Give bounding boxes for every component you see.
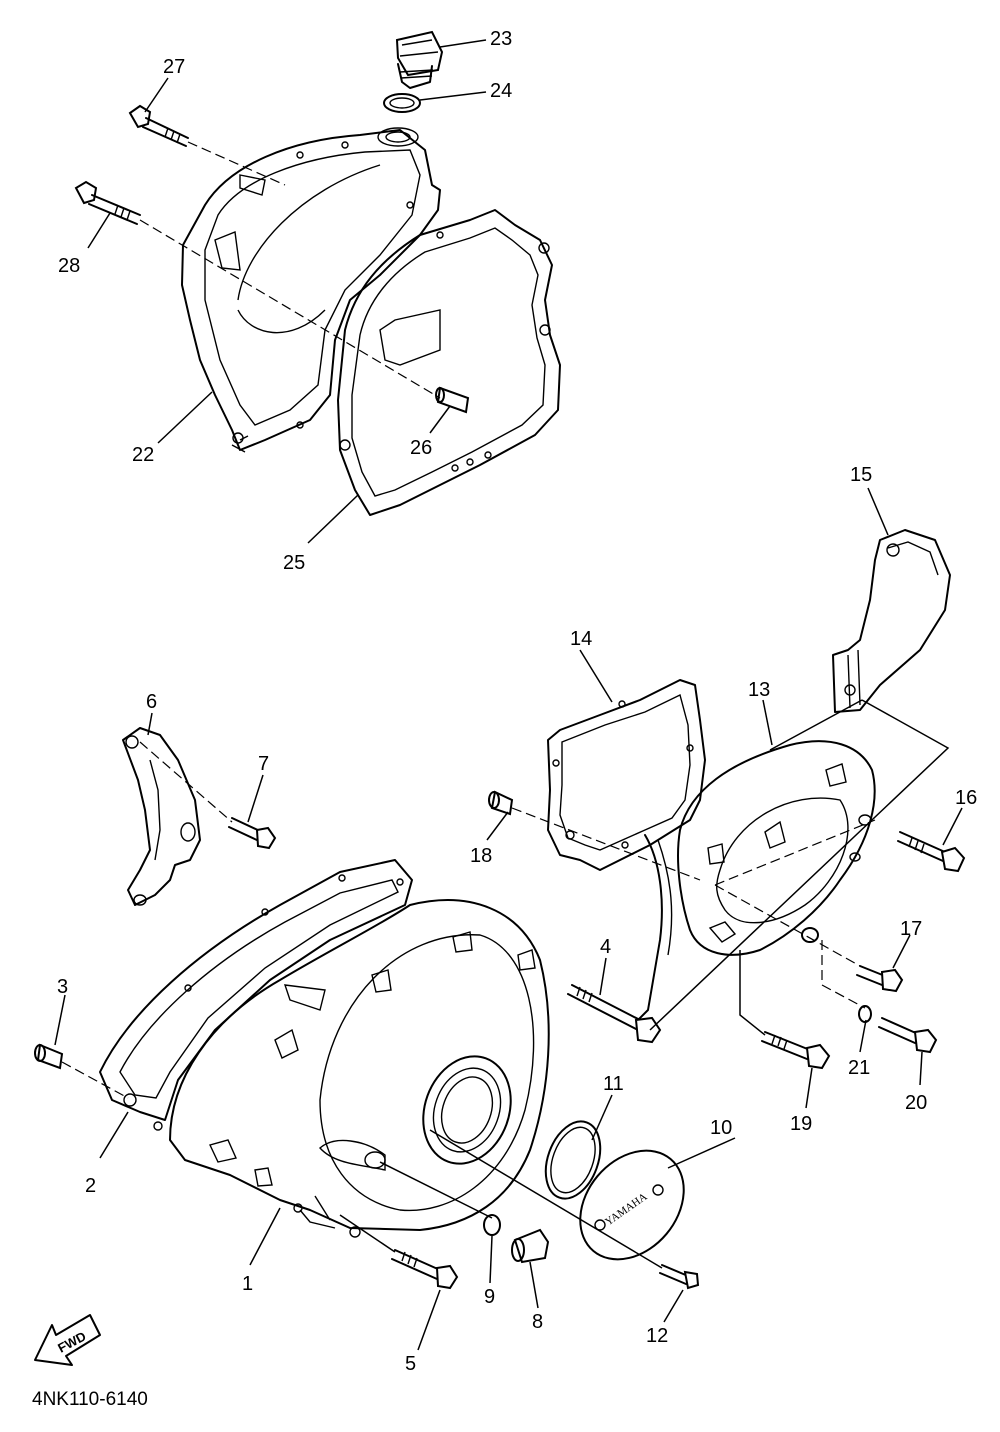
plug-8	[511, 1228, 550, 1264]
centerline-12	[429, 1129, 663, 1269]
callout-1: 1	[242, 1273, 253, 1295]
callout-16: 16	[955, 787, 977, 809]
callout-11: 11	[603, 1073, 624, 1095]
diagram-code: 4NK110-6140	[32, 1389, 148, 1410]
callout-6: 6	[146, 691, 157, 713]
callout-19: 19	[790, 1113, 812, 1135]
gasket-14	[547, 679, 706, 871]
washer-21	[858, 1005, 872, 1023]
callout-15: 15	[850, 464, 872, 486]
callout-9: 9	[484, 1286, 495, 1308]
bolt-28	[74, 180, 141, 225]
leader-lines	[54, 39, 963, 1351]
callout-5: 5	[405, 1353, 416, 1375]
fwd-direction-arrow: FWD	[34, 1314, 101, 1366]
callout-20: 20	[905, 1092, 927, 1114]
bolt-20	[878, 1017, 938, 1054]
callout-26: 26	[410, 437, 432, 459]
callout-17: 17	[900, 918, 922, 940]
callout-3: 3	[57, 976, 68, 998]
clutch-cover-13	[637, 740, 876, 1021]
callout-28: 28	[58, 255, 80, 277]
gasket-25	[337, 209, 561, 516]
callout-23: 23	[490, 28, 512, 50]
dowel-pin-26	[435, 386, 470, 414]
gasket-2	[99, 859, 413, 1131]
centerline-21	[821, 940, 866, 1009]
guard-mount-lines	[649, 699, 950, 1031]
bolt-7	[228, 817, 277, 850]
bolt-27	[128, 104, 189, 147]
centerline-19	[739, 950, 766, 1036]
centerline-5	[339, 1214, 396, 1253]
callout-10: 10	[710, 1117, 732, 1139]
callout-18: 18	[470, 845, 492, 867]
callout-2: 2	[85, 1175, 96, 1197]
o-ring-24	[383, 93, 421, 113]
centerline-3	[61, 1061, 129, 1099]
callout-24: 24	[490, 80, 512, 102]
crankcase-cover-1	[169, 899, 550, 1238]
callout-13: 13	[748, 679, 770, 701]
callout-7: 7	[258, 753, 269, 775]
brand-mark-text: YAMAHA	[603, 1191, 649, 1229]
centerline-28	[139, 219, 441, 399]
callout-labels: 23 24 27 28 22 26 25 15 14 13 6 7 16 18 …	[57, 28, 977, 1375]
o-ring-11	[544, 1120, 602, 1200]
bolt-5	[391, 1249, 459, 1290]
dowel-pin-18	[488, 790, 514, 816]
bracket-6	[122, 727, 201, 906]
bolt-19	[761, 1031, 831, 1070]
callout-25: 25	[283, 552, 305, 574]
screw-12	[659, 1264, 700, 1290]
callout-22: 22	[132, 444, 154, 466]
cover-plate-10: YAMAHA	[579, 1149, 685, 1261]
callout-4: 4	[600, 936, 611, 958]
callout-12: 12	[646, 1325, 668, 1347]
callout-21: 21	[848, 1057, 870, 1079]
centerline-27	[187, 141, 286, 186]
guard-15	[832, 529, 951, 713]
bolt-16	[897, 831, 966, 873]
centerline-7	[139, 741, 233, 823]
centerline-9	[379, 1161, 493, 1219]
bolt-4	[567, 984, 662, 1044]
centerline-18	[511, 807, 701, 881]
dowel-pin-3	[34, 1043, 64, 1070]
centerline-16	[714, 819, 876, 967]
callout-27: 27	[163, 56, 185, 78]
callout-14: 14	[570, 628, 592, 650]
bolt-17	[856, 965, 904, 993]
washer-9	[483, 1214, 501, 1236]
callout-8: 8	[532, 1311, 543, 1333]
oil-filler-cap-23	[395, 30, 444, 89]
crankcase-cover-22	[181, 127, 441, 453]
